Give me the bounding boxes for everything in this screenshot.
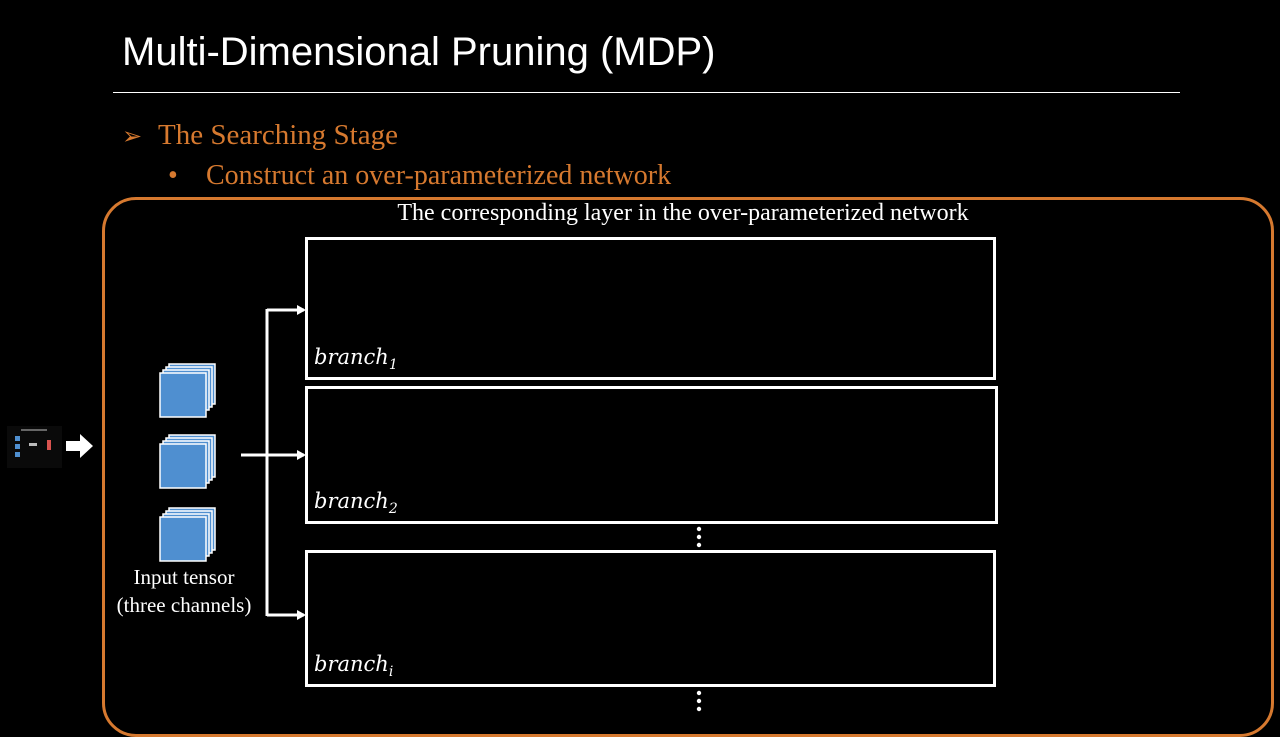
arrow-bullet-icon: ➢ [122,124,143,150]
branch-label-1: branch1 [314,345,398,373]
ellipsis-icon [696,526,702,548]
branch-label-i-name: branch [314,651,389,676]
previous-slide-thumbnail[interactable] [7,426,62,468]
input-tensor-caption: Input tensor (three channels) [104,563,264,619]
branch-label-1-subscript: 1 [388,357,398,373]
dot-bullet-icon: • [168,160,178,191]
diagram-graphics [66,305,702,712]
branch-label-1-name: branch [314,344,389,369]
thumbnail-block-arrow-icon [66,434,93,458]
branch-box-i: branchi [305,550,996,687]
slide-title: Multi-Dimensional Pruning (MDP) [122,30,716,74]
bullet-text: The Searching Stage [158,119,398,151]
tensor-stack-1 [159,363,216,418]
layer-caption: The corresponding layer in the over-para… [397,200,969,226]
ellipsis-icon-bottom [696,690,702,712]
input-caption-line-1: Input tensor [133,565,235,589]
thumbnail-preview-icon [7,426,62,468]
branch-label-i-subscript: i [388,664,394,680]
tensor-stack-3 [159,507,216,562]
branch-label-i: branchi [314,652,393,680]
branch-label-2: branch2 [314,489,398,517]
tensor-stack-2 [159,434,216,489]
input-caption-line-2: (three channels) [116,593,252,617]
branch-label-2-subscript: 2 [388,501,398,517]
branch-label-2-name: branch [314,488,389,513]
branch-box-2: branch2 [305,386,998,524]
sub-bullet-text: Construct an over-parameterized network [206,160,672,191]
branch-box-1: branch1 [305,237,996,380]
bullet-searching-stage: ➢ The Searching Stage [122,119,398,152]
title-rule [113,92,1180,93]
sub-bullet-construct: • Construct an over-parameterized network [168,160,671,192]
